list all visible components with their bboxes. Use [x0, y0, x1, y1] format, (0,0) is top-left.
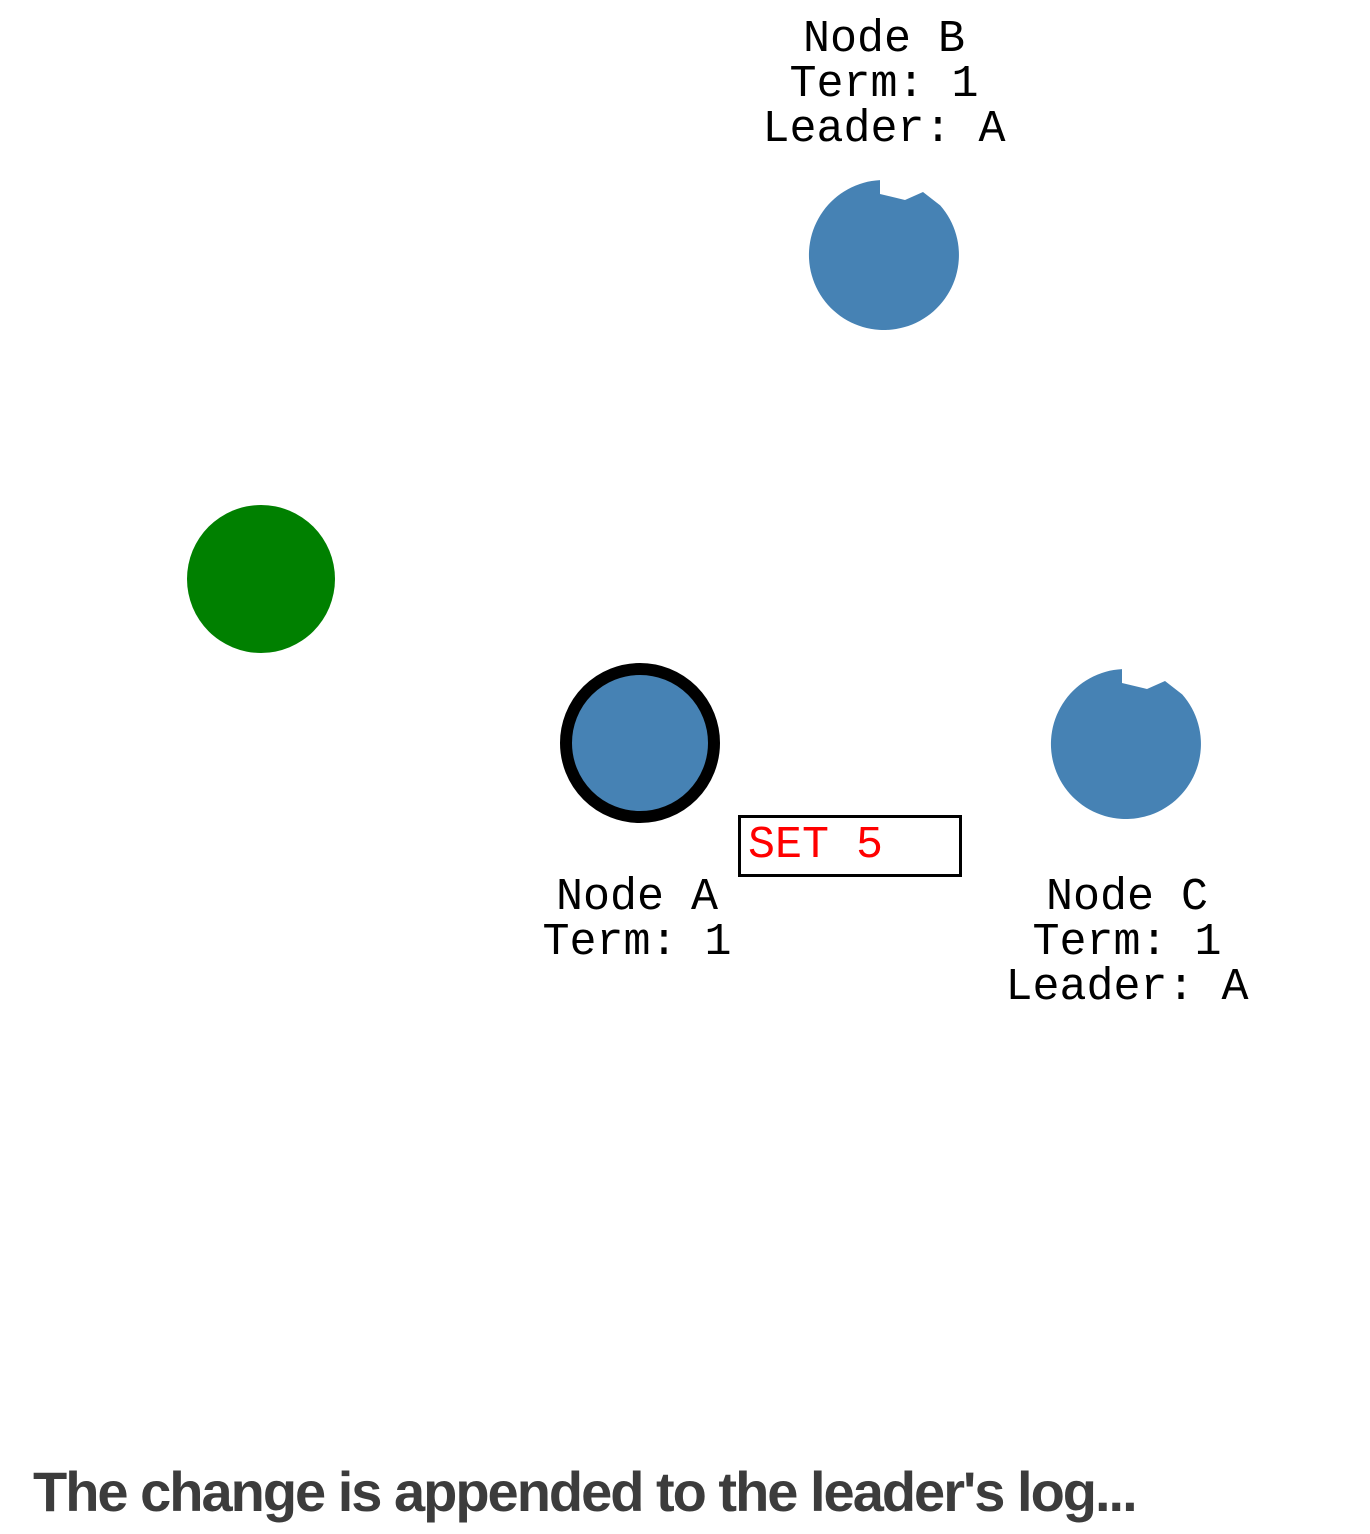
- client-body: [187, 505, 335, 653]
- node-b-term: Term: 1: [789, 59, 979, 110]
- client-request-text: SET 5: [748, 820, 884, 871]
- client-request-box: SET 5: [738, 815, 962, 877]
- node-c-name: Node C: [1045, 872, 1209, 923]
- node-c-label: Node C Term: 1 Leader: A: [1005, 875, 1248, 1010]
- node-b-circle: [808, 180, 959, 330]
- node-a-leader-ring: [560, 663, 720, 823]
- client-circle: [187, 505, 335, 653]
- node-b-label: Node B Term: 1 Leader: A: [762, 17, 1005, 152]
- node-a-label: Node A Term: 1: [542, 875, 731, 965]
- node-b-body: [808, 180, 959, 330]
- node-c-leader: Leader: A: [1005, 962, 1249, 1013]
- node-c-term: Term: 1: [1032, 917, 1222, 968]
- node-b-leader: Leader: A: [762, 104, 1006, 155]
- node-c-body: [1050, 669, 1201, 819]
- node-a-name: Node A: [555, 872, 719, 923]
- node-b-name: Node B: [802, 14, 966, 65]
- node-c-circle: [1050, 669, 1201, 819]
- node-a-circle: [560, 663, 720, 823]
- caption-text: The change is appended to the leader's l…: [33, 1460, 1138, 1523]
- node-a-term: Term: 1: [542, 917, 732, 968]
